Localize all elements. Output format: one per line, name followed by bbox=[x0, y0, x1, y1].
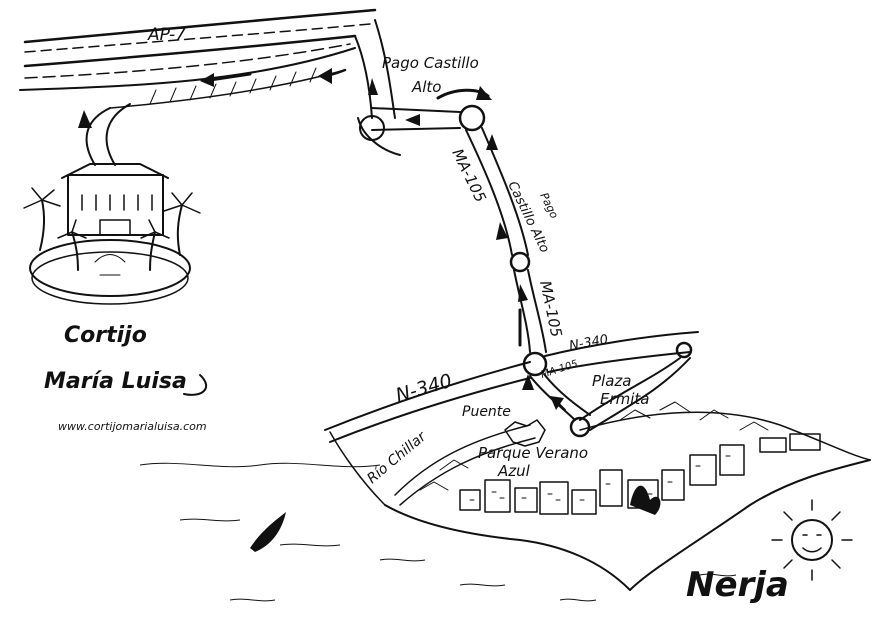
pago-castillo-junction: Pago Castillo Alto bbox=[318, 19, 479, 156]
logo-line1: Cortijo bbox=[64, 323, 147, 348]
place-rio-chillar: Río Chillar bbox=[364, 428, 430, 487]
cortijo-logo: Cortijo María Luisa www.cortijomarialuis… bbox=[44, 323, 207, 433]
coastline bbox=[329, 411, 871, 591]
sun-icon bbox=[771, 499, 853, 581]
road-label-ma105-lower: MA-105 bbox=[536, 279, 566, 339]
roundabout-icon bbox=[458, 104, 486, 132]
place-parque-line2: Azul bbox=[497, 462, 531, 480]
roundabout-upper bbox=[436, 86, 492, 132]
sailboat-icon bbox=[250, 512, 286, 552]
road-label-ma105-upper: MA-105 bbox=[448, 146, 489, 205]
road-to-cortijo bbox=[78, 103, 131, 166]
place-plaza-ermita-line2: Ermita bbox=[600, 390, 650, 408]
place-pago-vertical-2: Castillo Alto bbox=[504, 179, 551, 255]
sea bbox=[139, 462, 737, 602]
place-pago-castillo-alto-line1: Pago Castillo bbox=[382, 54, 479, 72]
roundabout-icon bbox=[509, 251, 531, 273]
place-puente: Puente bbox=[462, 404, 511, 420]
road-label-ap7: AP-7 bbox=[147, 25, 186, 45]
parque-verano-azul: Parque Verano Azul bbox=[478, 444, 588, 480]
roundabout-icon bbox=[675, 341, 693, 359]
place-pago-castillo-alto-line2: Alto bbox=[411, 78, 442, 96]
website-url: www.cortijomarialuisa.com bbox=[58, 420, 207, 433]
roundabout-icon bbox=[522, 351, 548, 377]
town-buildings bbox=[419, 401, 821, 515]
road-label-n340-short: N-340 bbox=[568, 332, 609, 354]
place-parque-line1: Parque Verano bbox=[478, 444, 588, 462]
town-junction: MA-105 Plaza Ermita Puente bbox=[462, 359, 650, 447]
town-name-nerja: Nerja bbox=[686, 565, 789, 605]
road-ma105: MA-105 Pago Castillo Alto MA-105 bbox=[448, 127, 566, 353]
hotel-illustration-icon bbox=[23, 163, 201, 305]
place-pago-vertical-1: Pago bbox=[537, 191, 561, 221]
place-plaza-ermita-line1: Plaza bbox=[592, 372, 631, 390]
motorway-ap7: AP-7 bbox=[19, 8, 377, 109]
logo-line2: María Luisa bbox=[44, 369, 187, 394]
